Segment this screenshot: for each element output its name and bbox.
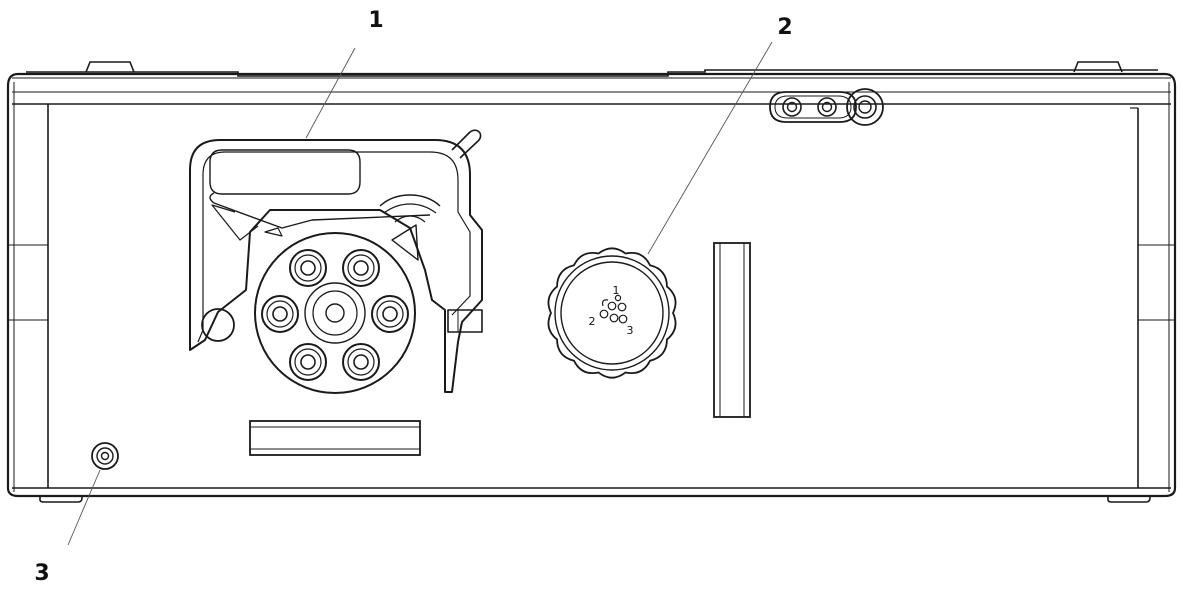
leader-lines (67, 41, 773, 546)
leader-line-1 (305, 47, 356, 139)
dial-number-3: 3 (627, 324, 634, 337)
fitting-port-2 (817, 97, 837, 117)
roller-4 (371, 295, 409, 333)
selector-dial (547, 247, 677, 379)
horizontal-slot (249, 420, 421, 456)
leader-line-3 (67, 469, 101, 546)
leader-line-2 (647, 41, 773, 255)
roller-2 (342, 249, 380, 287)
callout-2: 2 (777, 15, 792, 40)
fitting-port-3 (846, 88, 884, 126)
dial-knurled-edge (547, 247, 677, 379)
small-port (91, 442, 119, 470)
callout-3: 3 (34, 561, 49, 586)
callout-1: 1 (368, 8, 383, 33)
roller-1 (289, 249, 327, 287)
vertical-slot (713, 242, 751, 418)
fitting-port-1 (782, 97, 802, 117)
pump-head (189, 129, 483, 393)
roller-6 (342, 343, 380, 381)
dial-ports (599, 294, 628, 324)
housing (6, 61, 1177, 503)
dial-number-2: 2 (589, 315, 596, 328)
dial-number-1: 1 (613, 284, 620, 297)
pump-rotor (254, 232, 416, 394)
roller-5 (289, 343, 327, 381)
roller-3 (261, 295, 299, 333)
